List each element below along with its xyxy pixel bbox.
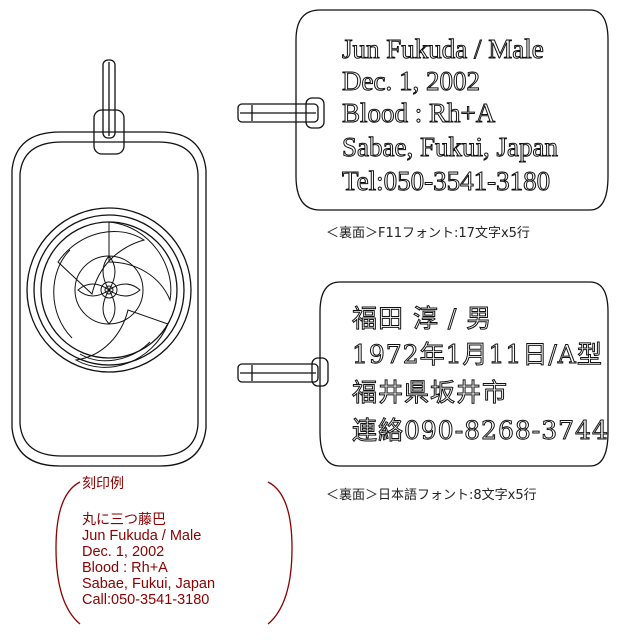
engraving-example: 刻印例 丸に三つ藤巴 Jun Fukuda / Male Dec. 1, 200… [82, 476, 215, 608]
engraving-example-brackets [55, 481, 293, 625]
back-tag-english-line-1: Jun Fukuda / Male [342, 34, 545, 64]
back-tag-english-outline [295, 9, 609, 211]
back-tag-japanese-line-4: 連絡090-8268-3744 [352, 416, 609, 445]
crest-inner-ring [33, 214, 185, 366]
back-tag-japanese-line-2: 1972年1月11日/A型 [352, 340, 603, 369]
back-tag-english-line-2: Dec. 1, 2002 [342, 66, 481, 96]
back-tag-japanese-line-3: 福井県坂井市 [351, 378, 509, 407]
right-bracket [267, 481, 293, 625]
back-tag-english-line-4: Sabae, Fukui, Japan [342, 132, 559, 162]
back-tag-japanese [237, 281, 609, 467]
front-tag [11, 59, 207, 467]
front-tag-outline [11, 131, 207, 467]
engraving-example-line-3: Blood : Rh+A [82, 560, 168, 576]
left-bracket [55, 481, 81, 625]
crest-outer-ring [26, 207, 192, 373]
back-tag-japanese-hole [311, 357, 329, 387]
engraving-example-line-1: Jun Fukuda / Male [82, 528, 202, 544]
back-tag-japanese-chain-link [237, 363, 319, 383]
engraving-example-line-5: Call:050-3541-3180 [82, 592, 210, 608]
engraving-example-line-4: Sabae, Fukui, Japan [82, 576, 216, 592]
engraving-example-line-2: Dec. 1, 2002 [82, 544, 165, 560]
front-chain-link [102, 59, 116, 139]
back-tag-japanese-outline [319, 281, 609, 467]
back-tag-english-line-3: Blood : Rh+A [341, 98, 496, 128]
back-tag-english-caption: ＜裏面＞F11フォント:17文字x5行 [326, 226, 530, 241]
front-tag-inner-outline [19, 141, 199, 457]
back-tag-english [237, 9, 609, 211]
crest-wisteria-tomoe-icon [53, 221, 172, 368]
back-tag-japanese-line-1: 福田 淳 / 男 [351, 304, 493, 333]
engraving-example-crest: 丸に三つ藤巴 [82, 512, 166, 528]
back-tag-english-chain-link [237, 103, 319, 123]
back-tag-english-line-5: Tel:050-3541-3180 [341, 166, 551, 196]
engraving-example-title: 刻印例 [82, 476, 124, 492]
back-tag-japanese-caption: ＜裏面＞日本語フォント:8文字x5行 [326, 488, 537, 503]
